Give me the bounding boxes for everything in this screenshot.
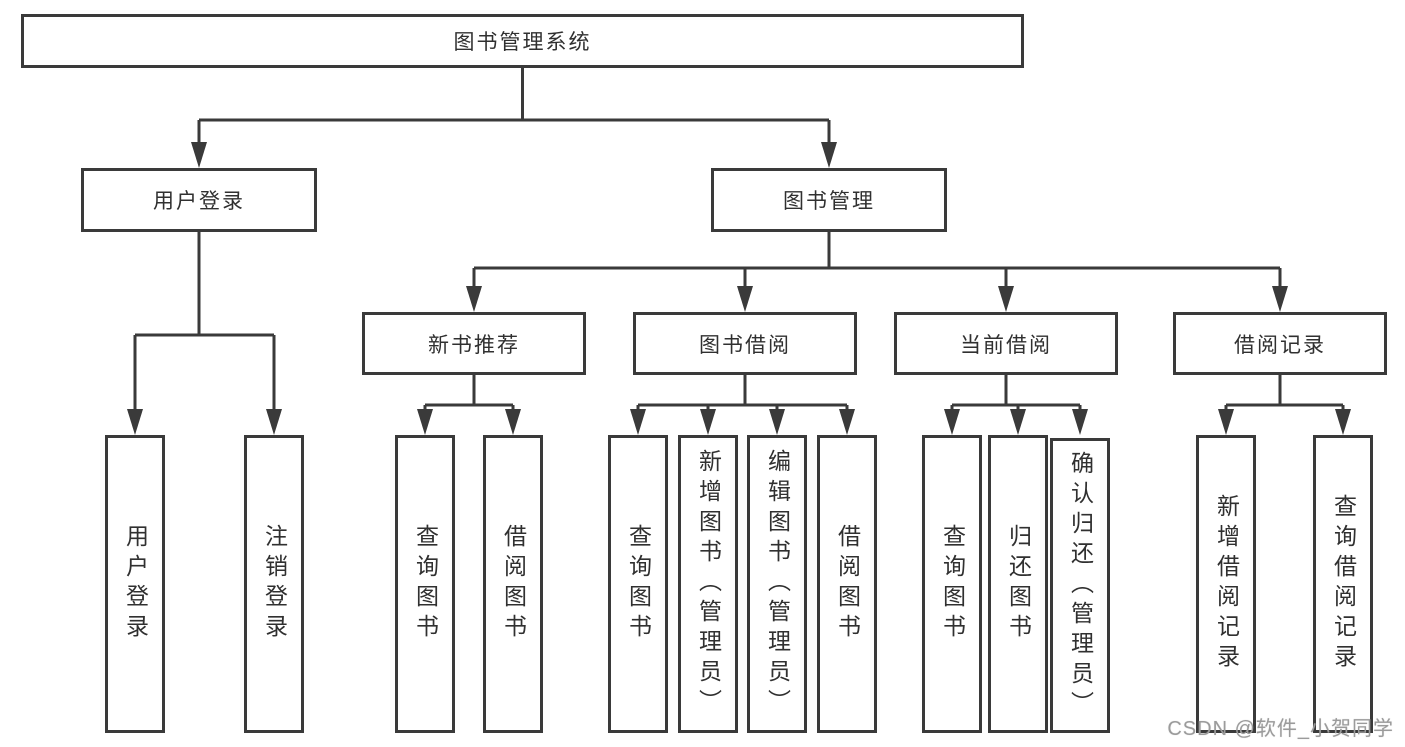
edges-borrowing-records bbox=[1218, 375, 1351, 435]
arrowhead-user-login bbox=[191, 142, 207, 168]
leaf-logout: 注销登录 bbox=[244, 435, 304, 733]
leaf-query-borrow-record: 查询借阅记录 bbox=[1313, 435, 1373, 733]
node-book-borrowing: 图书借阅 bbox=[633, 312, 857, 375]
leaf-borrow-books: 借阅图书 bbox=[817, 435, 877, 733]
leaf-confirm-return-admin: 确认归还（管理员） bbox=[1050, 438, 1110, 733]
leaf-query-borrow-record-label: 查询借阅记录 bbox=[1330, 494, 1357, 674]
leaf-user-login-label: 用户登录 bbox=[122, 524, 149, 644]
watermark-text: CSDN @软件_小贺同学 bbox=[1167, 718, 1394, 740]
leaf-edit-books-admin-label: 编辑图书（管理员） bbox=[764, 449, 791, 719]
leaf-query-books-recommend-label: 查询图书 bbox=[412, 524, 439, 644]
leaf-confirm-return-admin-label: 确认归还（管理员） bbox=[1067, 450, 1094, 721]
node-book-borrowing-label: 图书借阅 bbox=[699, 333, 791, 357]
leaf-query-books-current-label: 查询图书 bbox=[939, 524, 966, 644]
node-current-borrowing: 当前借阅 bbox=[894, 312, 1118, 375]
node-new-book-recommendation-label: 新书推荐 bbox=[428, 333, 520, 357]
arrowhead-current-borrow bbox=[998, 286, 1014, 312]
leaf-query-books-borrowing: 查询图书 bbox=[608, 435, 668, 733]
arrowhead-logout bbox=[266, 409, 282, 435]
leaf-edit-books-admin: 编辑图书（管理员） bbox=[747, 435, 807, 733]
node-user-login-label: 用户登录 bbox=[153, 190, 245, 213]
leaf-add-borrow-record-label: 新增借阅记录 bbox=[1213, 494, 1240, 674]
arrowhead-new-book bbox=[466, 286, 482, 312]
leaf-logout-label: 注销登录 bbox=[261, 524, 288, 644]
arrowhead-book-management bbox=[821, 142, 837, 168]
watermark: CSDN @软件_小贺同学 bbox=[1167, 712, 1394, 741]
node-book-management-label: 图书管理 bbox=[783, 190, 875, 213]
leaf-user-login: 用户登录 bbox=[105, 435, 165, 733]
leaf-query-books-borrowing-label: 查询图书 bbox=[625, 524, 652, 644]
leaf-return-books: 归还图书 bbox=[988, 435, 1048, 733]
leaf-return-books-label: 归还图书 bbox=[1005, 524, 1032, 644]
node-book-management: 图书管理 bbox=[711, 168, 947, 232]
node-new-book-recommendation: 新书推荐 bbox=[362, 312, 586, 375]
leaf-borrow-books-recommend: 借阅图书 bbox=[483, 435, 543, 733]
leaf-query-books-current: 查询图书 bbox=[922, 435, 982, 733]
node-user-login: 用户登录 bbox=[81, 168, 317, 232]
edges-book-management bbox=[466, 232, 1288, 312]
leaf-query-books-recommend: 查询图书 bbox=[395, 435, 455, 733]
edges-root bbox=[191, 68, 837, 168]
arrowhead-borrow-records bbox=[1272, 286, 1288, 312]
leaf-add-books-admin: 新增图书（管理员） bbox=[678, 435, 738, 733]
node-borrowing-records-label: 借阅记录 bbox=[1234, 333, 1326, 357]
leaf-add-books-admin-label: 新增图书（管理员） bbox=[695, 449, 722, 719]
node-current-borrowing-label: 当前借阅 bbox=[960, 333, 1052, 357]
node-borrowing-records: 借阅记录 bbox=[1173, 312, 1387, 375]
edges-user-login bbox=[127, 232, 282, 435]
arrowhead-login bbox=[127, 409, 143, 435]
leaf-add-borrow-record: 新增借阅记录 bbox=[1196, 435, 1256, 733]
leaf-borrow-books-label: 借阅图书 bbox=[834, 524, 861, 644]
node-library-management-system-label: 图书管理系统 bbox=[453, 31, 592, 54]
leaf-borrow-books-recommend-label: 借阅图书 bbox=[500, 524, 527, 644]
arrowhead-book-borrow bbox=[737, 286, 753, 312]
edges-current-borrowing bbox=[944, 375, 1088, 435]
edges-new-book-recommendation bbox=[417, 375, 521, 435]
node-library-management-system: 图书管理系统 bbox=[21, 14, 1024, 68]
edges-book-borrowing bbox=[630, 375, 855, 435]
